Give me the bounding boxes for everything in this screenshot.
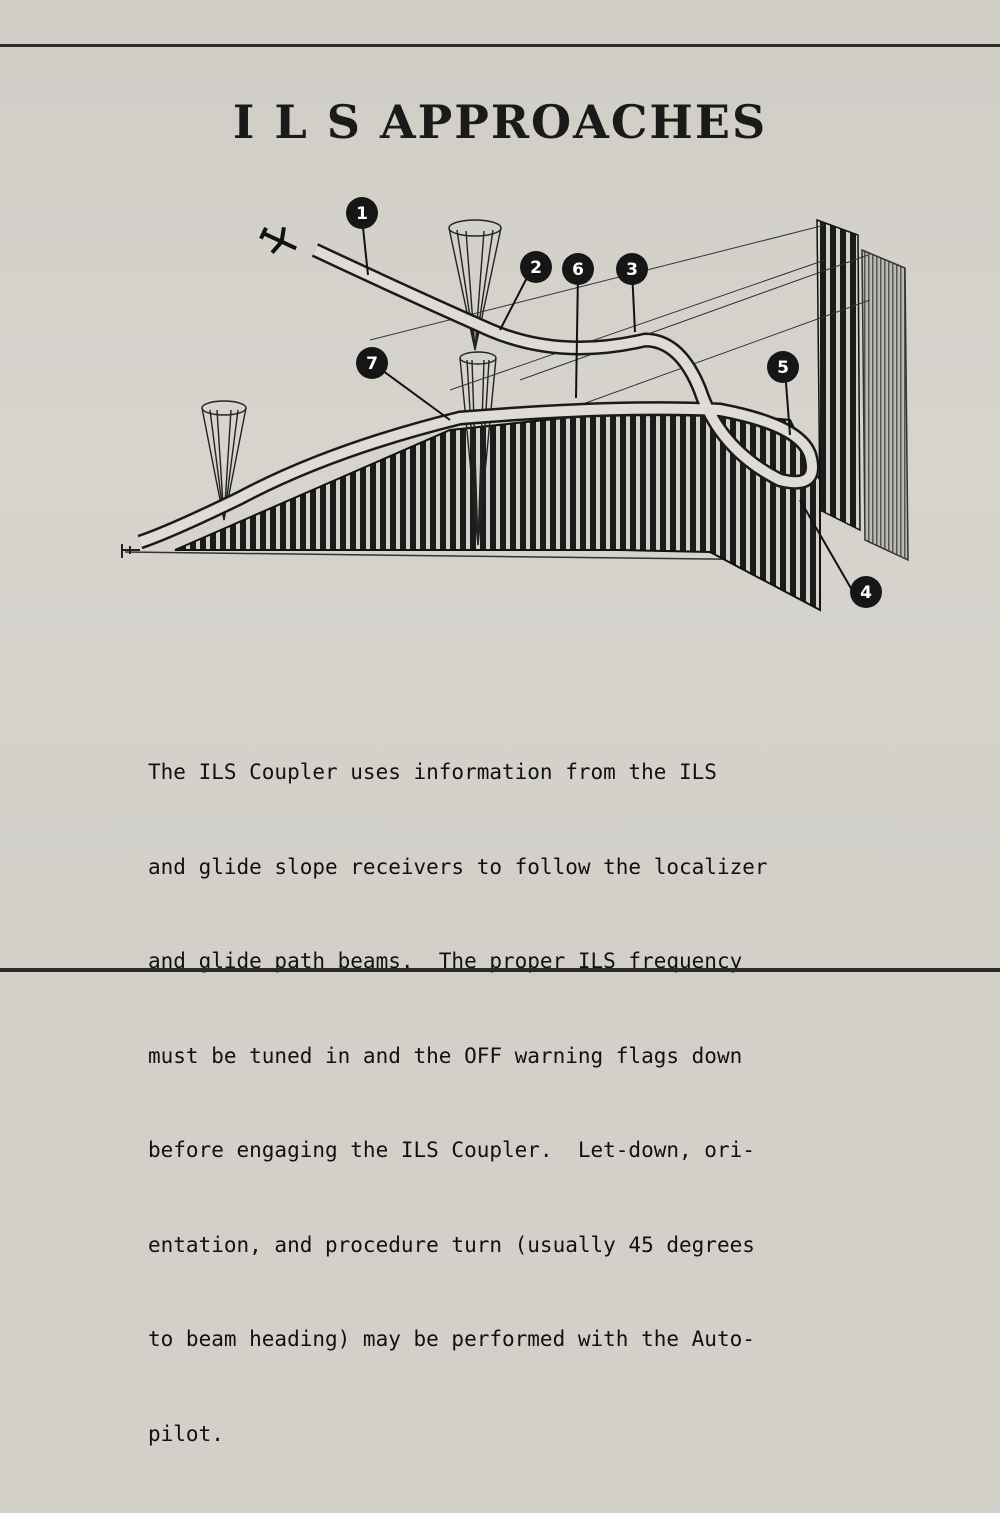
caption-line: pilot.: [148, 1421, 224, 1446]
localizer-screen-dark: [816, 218, 861, 532]
caption-text: The ILS Coupler uses information from th…: [148, 694, 868, 1513]
svg-text:4: 4: [860, 583, 872, 603]
caption-line: must be tuned in and the OFF warning fla…: [148, 1043, 743, 1068]
callout-4: 4: [850, 576, 882, 608]
callout-7: 7: [356, 347, 388, 379]
ils-approach-diagram: 1 2 6 3 7 5 4: [121, 197, 909, 612]
svg-text:3: 3: [626, 260, 638, 280]
svg-text:2: 2: [530, 258, 542, 278]
svg-text:1: 1: [356, 204, 368, 224]
caption-line: entation, and procedure turn (usually 45…: [148, 1232, 755, 1257]
bottom-rule: [0, 968, 1000, 972]
beam-lines: [369, 224, 871, 406]
callout-2: 2: [520, 251, 552, 283]
callout-1: 1: [346, 197, 378, 229]
callout-6: 6: [562, 253, 594, 285]
page-title: I L S APPROACHES: [232, 95, 768, 149]
caption-line: The ILS Coupler uses information from th…: [148, 760, 717, 784]
callout-5: 5: [767, 351, 799, 383]
svg-text:7: 7: [366, 354, 378, 374]
manual-page: I L S APPROACHES: [0, 0, 1000, 1446]
caption-line: and glide slope receivers to follow the …: [148, 854, 768, 879]
svg-text:6: 6: [572, 260, 584, 280]
top-rule: [0, 44, 1000, 47]
inner-marker-cone: [201, 400, 247, 521]
caption-line: and glide path beams. The proper ILS fre…: [148, 949, 743, 973]
outer-marker-cone: [448, 219, 502, 351]
callout-3: 3: [616, 253, 648, 285]
airplane-icon: [259, 226, 297, 254]
localizer-screen-light: [861, 248, 909, 562]
ground-line: [124, 551, 791, 561]
caption-line: before engaging the ILS Coupler. Let-dow…: [148, 1138, 755, 1162]
runway-marker: [121, 544, 140, 558]
svg-text:5: 5: [777, 358, 789, 378]
caption-line: to beam heading) may be performed with t…: [148, 1327, 755, 1351]
